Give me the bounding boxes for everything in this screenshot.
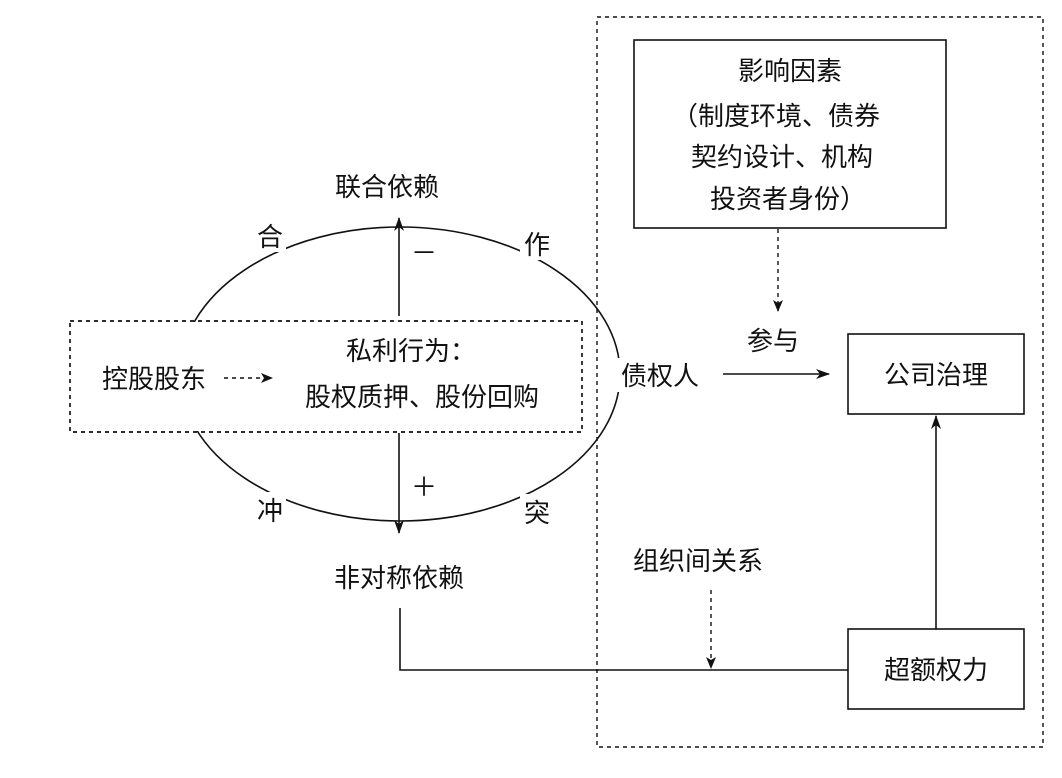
central-dashed-box-border [69, 320, 583, 433]
inter-org-relation-label: 组织间关系 [633, 547, 763, 577]
influence-factors-box [633, 39, 947, 229]
conflict-right-bg [520, 494, 554, 528]
controlling-shareholder-label: 控股股东 [102, 365, 206, 395]
cooperation-left-char: 合 [257, 223, 283, 253]
influence-line-3: 契约设计、机构 [691, 143, 873, 173]
asymmetric-dependence-label: 非对称依赖 [334, 564, 464, 594]
cooperation-left-bg [252, 218, 286, 252]
private-behavior-line-1: 私利行为： [346, 337, 476, 367]
plus-sign: ＋ [411, 473, 437, 503]
central-box-fill [71, 322, 581, 431]
minus-sign: － [411, 239, 437, 269]
conflict-left-char: 冲 [257, 497, 283, 527]
private-behavior-line-2: 股权质押、股份回购 [305, 383, 539, 413]
creditor-bg [606, 358, 714, 392]
conflict-right-char: 突 [524, 499, 550, 529]
influence-line-1: 影响因素 [738, 57, 842, 87]
cooperation-right-bg [520, 226, 554, 260]
influence-line-4: 投资者身份） [710, 185, 866, 215]
influence-line-2: （制度环境、债券 [672, 102, 880, 132]
participate-label: 参与 [747, 327, 799, 357]
creditor-region-frame [596, 16, 1044, 748]
joint-dependence-label: 联合依赖 [335, 173, 439, 203]
excess-power-label: 超额权力 [884, 656, 988, 686]
asymmetric-to-power-connector [399, 608, 848, 671]
corporate-governance-box [847, 333, 1025, 415]
conflict-left-bg [252, 492, 286, 526]
corporate-governance-label: 公司治理 [884, 361, 988, 391]
cooperation-right-char: 作 [524, 231, 550, 261]
creditor-label: 债权人 [621, 362, 699, 392]
